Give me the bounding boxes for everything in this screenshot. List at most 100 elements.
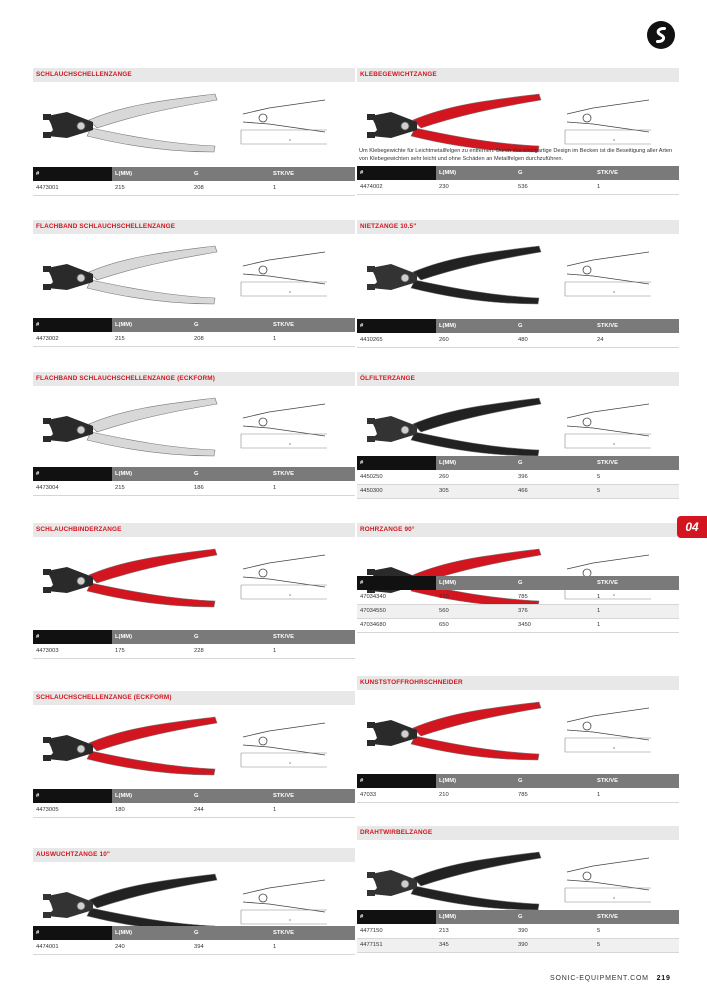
product-title: KUNSTSTOFFROHRSCHNEIDER	[357, 676, 679, 690]
technical-drawing	[563, 94, 653, 155]
column-header: STK/VE	[594, 456, 679, 470]
table-cell: 376	[515, 604, 594, 619]
article-number-cell: 47034550	[357, 604, 436, 619]
technical-drawing	[239, 717, 329, 778]
page-number: 219	[656, 975, 671, 982]
column-header: #	[357, 774, 436, 788]
column-header: #	[357, 166, 436, 180]
column-header: L(MM)	[436, 166, 515, 180]
table-cell: 210	[436, 788, 515, 803]
article-number-cell: 4410265	[357, 333, 436, 348]
product-title: ÖLFILTERZANGE	[357, 372, 679, 386]
table-cell: 1	[594, 590, 679, 605]
table-cell: 345	[436, 938, 515, 953]
table-cell: 1	[594, 618, 679, 633]
column-header: L(MM)	[112, 167, 191, 181]
column-header: STK/VE	[594, 576, 679, 590]
product-title: SCHLAUCHSCHELLENZANGE	[33, 68, 355, 82]
product-title: SCHLAUCHBINDERZANGE	[33, 523, 355, 537]
column-header: STK/VE	[270, 926, 355, 940]
table-cell: 396	[515, 470, 594, 485]
column-header: #	[357, 319, 436, 333]
chapter-tab[interactable]: 04	[677, 516, 707, 538]
technical-drawing	[239, 94, 329, 155]
article-number-cell: 47034340	[357, 590, 436, 605]
technical-drawing	[563, 398, 653, 459]
article-number-cell: 4474001	[33, 940, 112, 955]
page-footer: SONIC-EQUIPMENT.COM 219	[550, 975, 671, 982]
product-section: FLACHBAND SCHLAUCHSCHELLENZANGE (ECKFORM…	[33, 372, 355, 496]
product-photo	[37, 86, 227, 163]
table-cell: 1	[594, 788, 679, 803]
product-photo	[361, 694, 551, 771]
column-header: L(MM)	[436, 319, 515, 333]
column-header: STK/VE	[270, 167, 355, 181]
table-cell: 310	[436, 590, 515, 605]
product-title: KLEBEGEWICHTZANGE	[357, 68, 679, 82]
table-cell: 650	[436, 618, 515, 633]
website-link[interactable]: SONIC-EQUIPMENT.COM	[550, 975, 649, 982]
column-header: G	[515, 319, 594, 333]
article-number-cell: 47034680	[357, 618, 436, 633]
table-cell: 1	[270, 803, 355, 818]
table-cell: 240	[112, 940, 191, 955]
table-cell: 175	[112, 644, 191, 659]
table-cell: 536	[515, 180, 594, 195]
article-number-cell: 4477150	[357, 924, 436, 939]
technical-drawing	[563, 246, 653, 307]
article-number-cell: 47033	[357, 788, 436, 803]
column-header: #	[357, 456, 436, 470]
product-title: AUSWUCHTZANGE 10"	[33, 848, 355, 862]
column-header: STK/VE	[594, 319, 679, 333]
column-header: STK/VE	[270, 467, 355, 481]
product-title: FLACHBAND SCHLAUCHSCHELLENZANGE (ECKFORM…	[33, 372, 355, 386]
article-number-cell: 4473001	[33, 181, 112, 196]
table-cell: 24	[594, 333, 679, 348]
table-cell: 1	[594, 604, 679, 619]
product-title: DRAHTWIRBELZANGE	[357, 826, 679, 840]
table-cell: 466	[515, 484, 594, 499]
column-header: L(MM)	[436, 774, 515, 788]
table-cell: 215	[112, 481, 191, 496]
product-title: SCHLAUCHSCHELLENZANGE (ECKFORM)	[33, 691, 355, 705]
technical-drawing	[239, 398, 329, 459]
table-cell: 480	[515, 333, 594, 348]
table-cell: 5	[594, 470, 679, 485]
column-header: #	[33, 789, 112, 803]
product-photo	[37, 390, 227, 467]
table-cell: 260	[436, 333, 515, 348]
product-title: FLACHBAND SCHLAUCHSCHELLENZANGE	[33, 220, 355, 234]
column-header: #	[33, 167, 112, 181]
column-header: G	[191, 318, 270, 332]
technical-drawing	[239, 874, 329, 935]
table-cell: 215	[112, 332, 191, 347]
column-header: STK/VE	[270, 318, 355, 332]
table-cell: 208	[191, 332, 270, 347]
column-header: #	[357, 576, 436, 590]
table-cell: 215	[112, 181, 191, 196]
article-number-cell: 4473005	[33, 803, 112, 818]
